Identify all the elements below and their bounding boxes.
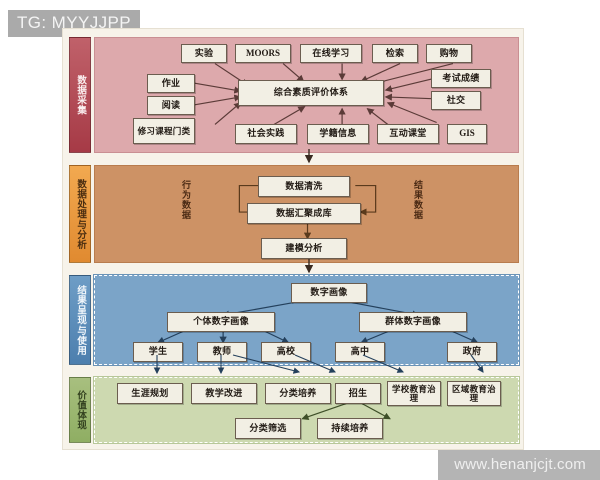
node-career-planning[interactable]: 生涯规划 bbox=[117, 383, 183, 404]
node-teaching-improvement[interactable]: 教学改进 bbox=[191, 383, 257, 404]
band-data-processing: 数据处理与分析 行为数据 结果数据 数据清洗 数据汇聚成库 建模分析 bbox=[63, 161, 525, 267]
band-label-result-presentation: 结果呈现与使用 bbox=[69, 275, 91, 365]
node-individual-portrait[interactable]: 个体数字画像 bbox=[167, 312, 275, 332]
node-gis[interactable]: GIS bbox=[447, 124, 487, 144]
node-student[interactable]: 学生 bbox=[133, 342, 183, 362]
node-search[interactable]: 检索 bbox=[372, 44, 418, 63]
node-course-category[interactable]: 修习课程门类 bbox=[133, 118, 195, 144]
flowchart-diagram: 数据采集 bbox=[62, 28, 524, 450]
node-teacher[interactable]: 教师 bbox=[197, 342, 247, 362]
node-university[interactable]: 高校 bbox=[261, 342, 311, 362]
node-school-governance[interactable]: 学校教育治理 bbox=[387, 381, 441, 406]
node-classified-training[interactable]: 分类培养 bbox=[265, 383, 331, 404]
node-modeling-analysis[interactable]: 建模分析 bbox=[261, 238, 347, 259]
node-digital-portrait[interactable]: 数字画像 bbox=[291, 283, 367, 303]
node-data-warehouse[interactable]: 数据汇聚成库 bbox=[247, 203, 361, 224]
node-reading[interactable]: 阅读 bbox=[147, 96, 195, 115]
band-panel-data-processing: 行为数据 结果数据 数据清洗 数据汇聚成库 建模分析 bbox=[94, 165, 519, 263]
band-panel-result-presentation: 数字画像 个体数字画像 群体数字画像 学生 教师 高校 高中 政府 bbox=[93, 274, 520, 366]
node-high-school[interactable]: 高中 bbox=[335, 342, 385, 362]
band-panel-value-realization: 生涯规划 教学改进 分类培养 招生 学校教育治理 区域教育治理 分类筛选 持续培… bbox=[93, 376, 520, 444]
node-group-portrait[interactable]: 群体数字画像 bbox=[359, 312, 467, 332]
node-data-cleaning[interactable]: 数据清洗 bbox=[258, 176, 350, 197]
node-moors[interactable]: MOORS bbox=[235, 44, 291, 63]
watermark: www.henanjcjt.com bbox=[438, 450, 600, 480]
band-result-presentation: 结果呈现与使用 数字画像 个体数字画像 群体数字画像 bbox=[63, 271, 525, 369]
node-online-learning[interactable]: 在线学习 bbox=[300, 44, 362, 63]
band-value-realization: 价值体现 生涯规划 教学改进 分类培养 招生 学校教育治理 区域教育治理 分类筛… bbox=[63, 373, 525, 447]
note-result-data: 结果数据 bbox=[413, 180, 423, 220]
node-admission[interactable]: 招生 bbox=[335, 383, 381, 404]
band-label-data-processing: 数据处理与分析 bbox=[69, 165, 91, 263]
node-government[interactable]: 政府 bbox=[447, 342, 497, 362]
node-shopping[interactable]: 购物 bbox=[426, 44, 472, 63]
node-classified-screening[interactable]: 分类筛选 bbox=[235, 418, 301, 439]
band-label-value-realization: 价值体现 bbox=[69, 377, 91, 443]
node-student-record[interactable]: 学籍信息 bbox=[307, 124, 369, 144]
node-interactive-class[interactable]: 互动课堂 bbox=[377, 124, 439, 144]
node-exam-score[interactable]: 考试成绩 bbox=[431, 69, 491, 88]
node-regional-governance[interactable]: 区域教育治理 bbox=[447, 381, 501, 406]
node-homework[interactable]: 作业 bbox=[147, 74, 195, 93]
node-evaluation-system[interactable]: 综合素质评价体系 bbox=[238, 80, 384, 106]
band-label-data-collection: 数据采集 bbox=[69, 37, 91, 153]
node-continuous-training[interactable]: 持续培养 bbox=[317, 418, 383, 439]
band-data-collection: 数据采集 bbox=[63, 33, 525, 157]
node-social-practice[interactable]: 社会实践 bbox=[235, 124, 297, 144]
node-social[interactable]: 社交 bbox=[431, 91, 481, 110]
band-panel-data-collection: 实验 MOORS 在线学习 检索 购物 作业 阅读 修习课程门类 综合素质评价体… bbox=[94, 37, 519, 153]
node-shiyan[interactable]: 实验 bbox=[181, 44, 227, 63]
note-behavior-data: 行为数据 bbox=[181, 180, 191, 220]
